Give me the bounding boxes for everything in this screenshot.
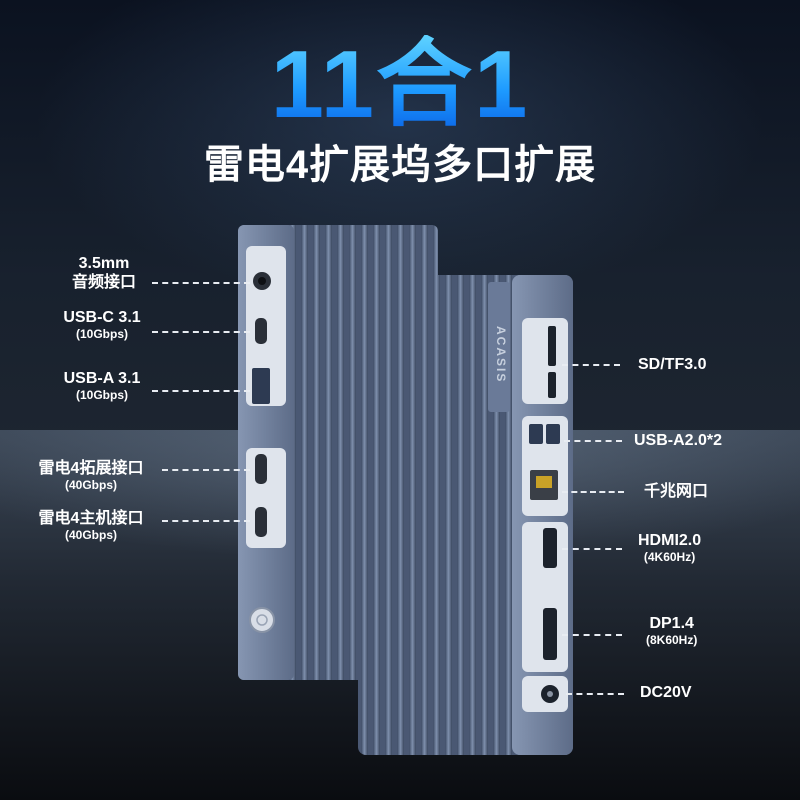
card-reader-panel [522, 318, 568, 404]
headline: 11合1 [0, 35, 800, 135]
dp-port [543, 608, 557, 660]
label-usb-c: USB-C 3.1 (10Gbps) [40, 309, 164, 341]
label-usb-c-text: USB-C 3.1 [63, 309, 141, 326]
usb-a2-port-2 [546, 424, 560, 444]
leader-lan [562, 491, 624, 493]
leader-dp [562, 634, 622, 636]
label-audio-line2: 音频接口 [71, 274, 136, 291]
label-tb-expansion-text: 雷电4拓展接口 [38, 460, 144, 477]
usb-a-port [252, 368, 270, 404]
label-usb-a-text: USB-A 3.1 [63, 370, 141, 387]
usb-lan-panel [522, 416, 568, 516]
label-tb-expansion-detail: (40Gbps) [64, 478, 117, 492]
label-tb-expansion: 雷电4拓展接口 (40Gbps) [16, 460, 166, 492]
label-audio-line1: 3.5mm [78, 255, 130, 272]
usb-c-port [255, 318, 267, 344]
leader-usb-a [152, 390, 250, 392]
label-sd: SD/TF3.0 [638, 356, 706, 374]
sd-slot [548, 326, 556, 366]
leader-audio [152, 282, 250, 284]
label-audio: 3.5mm 音频接口 [44, 255, 164, 293]
label-usb-a: USB-A 3.1 (10Gbps) [40, 370, 164, 402]
label-tb-host: 雷电4主机接口 (40Gbps) [16, 510, 166, 542]
leader-tb-host [162, 520, 250, 522]
label-hdmi: HDMI2.0 (4K60Hz) [638, 532, 701, 564]
tf-slot [548, 372, 556, 398]
label-usb-a-detail: (10Gbps) [75, 388, 128, 402]
label-hdmi-text: HDMI2.0 [638, 532, 702, 549]
label-lan-text: 千兆网口 [644, 483, 709, 500]
brand-plate [488, 282, 510, 412]
leader-usb-a2 [564, 440, 622, 442]
label-dc-text: DC20V [640, 684, 692, 701]
front-dock-unit [358, 275, 573, 755]
hdmi-port [543, 528, 557, 568]
label-usb-a2: USB-A2.0*2 [634, 432, 722, 450]
label-usb-c-detail: (10Gbps) [75, 327, 128, 341]
leader-usb-c [152, 331, 250, 333]
label-dp-detail: (8K60Hz) [646, 633, 698, 647]
label-dp: DP1.4 (8K60Hz) [646, 615, 697, 647]
leader-hdmi [562, 548, 622, 550]
label-usb-a2-text: USB-A2.0*2 [634, 432, 723, 449]
label-dp-text: DP1.4 [649, 615, 694, 632]
label-tb-host-detail: (40Gbps) [64, 528, 117, 542]
usb-a2-port-1 [529, 424, 543, 444]
label-lan: 千兆网口 [644, 483, 708, 501]
thunderbolt-expansion-port [255, 454, 267, 484]
leader-dc [566, 693, 624, 695]
label-tb-host-text: 雷电4主机接口 [38, 510, 144, 527]
leader-tb-expansion [162, 469, 250, 471]
label-sd-text: SD/TF3.0 [638, 356, 707, 373]
label-hdmi-detail: (4K60Hz) [643, 550, 696, 564]
leader-sd [562, 364, 620, 366]
power-button [249, 607, 275, 633]
thunderbolt-host-port [255, 507, 267, 537]
brand-logo: ACASIS [494, 326, 508, 384]
subheadline: 雷电4扩展坞多口扩展 [203, 143, 597, 187]
label-dc: DC20V [640, 684, 692, 702]
